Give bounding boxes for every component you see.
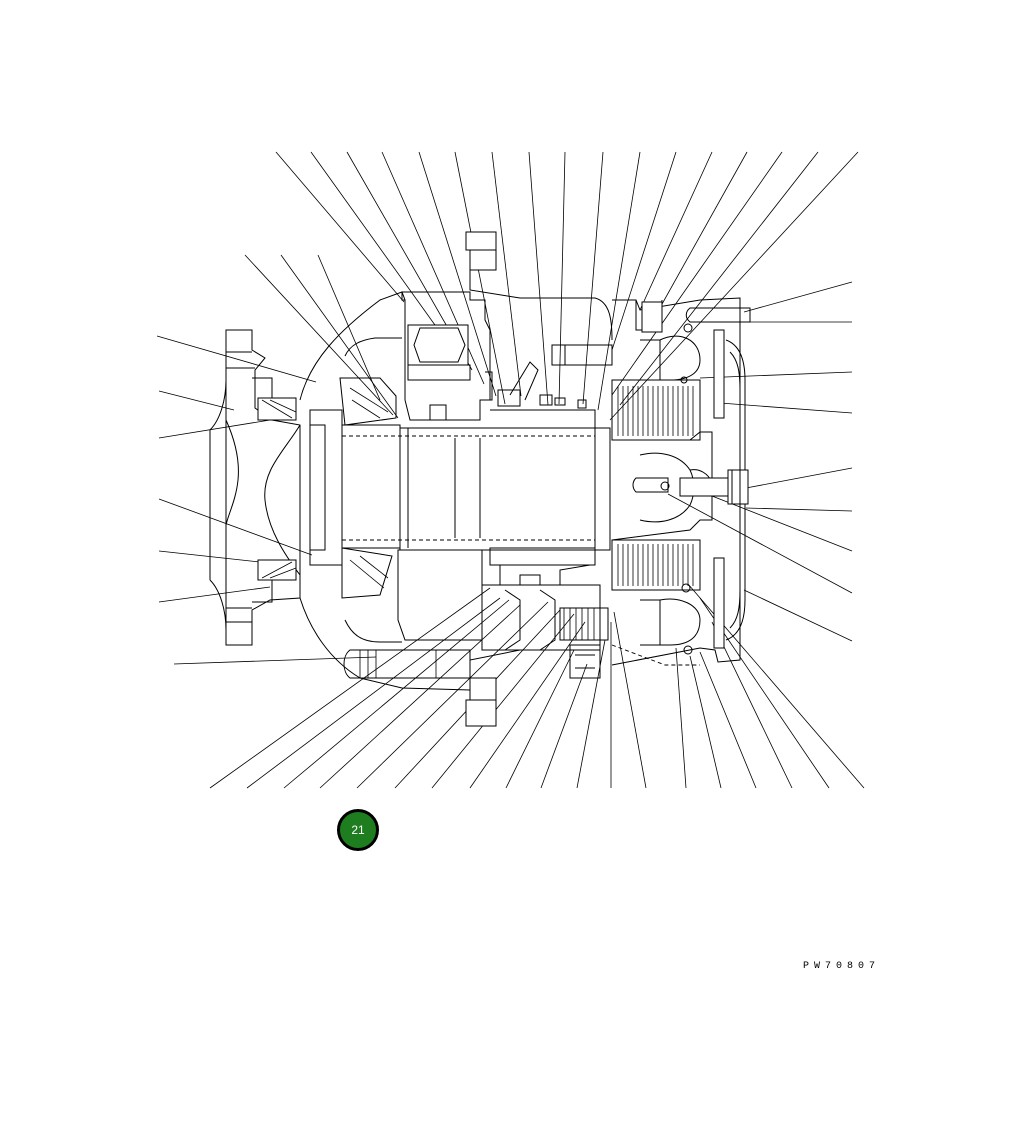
leader-line	[597, 151, 641, 411]
leader-line	[283, 599, 510, 789]
leader-line	[667, 493, 853, 594]
leader-line	[491, 151, 522, 397]
center-end-bolt	[679, 477, 729, 497]
leader-line	[280, 254, 399, 419]
leader-line	[689, 655, 722, 789]
callout-leader-lines	[156, 151, 865, 789]
leader-line	[582, 151, 604, 405]
leader-line	[275, 151, 405, 303]
leader-line	[609, 151, 859, 421]
leader-line	[418, 151, 497, 397]
leader-line	[156, 335, 317, 383]
leader-line	[158, 419, 271, 439]
sprocket-housing	[299, 231, 613, 727]
leader-line	[743, 281, 853, 313]
center-hub-and-end-bolt	[611, 431, 749, 666]
leader-line	[711, 621, 793, 789]
leader-line	[611, 151, 677, 351]
leader-line	[317, 254, 381, 401]
leader-line	[619, 151, 819, 406]
leader-line	[699, 651, 757, 789]
leader-line	[558, 151, 566, 405]
leader-line	[611, 151, 783, 396]
leader-line	[310, 151, 451, 347]
leader-line	[743, 589, 853, 642]
end-bolt-head	[727, 469, 749, 505]
leader-line	[540, 663, 588, 789]
leader-line	[158, 390, 235, 411]
leader-line	[675, 647, 687, 789]
cam-ring-upper	[407, 324, 469, 366]
drawing-code-label: PW70807	[803, 961, 881, 972]
leader-line	[651, 151, 748, 323]
cylinder-block	[481, 344, 613, 679]
leader-line	[173, 656, 377, 665]
leader-line	[158, 586, 271, 603]
lower-long-bolt	[343, 649, 471, 679]
leader-line	[711, 495, 853, 552]
lower-bearing-assembly	[341, 547, 483, 641]
leader-line	[719, 402, 853, 414]
leader-line	[745, 467, 853, 489]
leader-line	[505, 649, 575, 789]
leader-line	[246, 597, 501, 789]
leader-line	[209, 587, 491, 789]
leader-line	[319, 604, 521, 789]
upper-spring-plate	[713, 329, 725, 419]
leader-line	[639, 151, 713, 311]
top-cap-screw	[641, 301, 663, 333]
brake-piston-and-cover	[611, 297, 751, 666]
leader-line	[699, 371, 853, 379]
leader-line	[745, 507, 853, 512]
output-shaft	[309, 409, 611, 566]
bottom-bolt-head	[465, 699, 497, 727]
leader-line	[528, 151, 549, 406]
upper-bearing-assembly	[339, 291, 521, 426]
leader-line	[454, 151, 506, 405]
leader-line	[158, 498, 313, 556]
leader-line	[244, 254, 394, 416]
leader-line	[576, 639, 606, 789]
lower-spring-plate	[713, 557, 725, 649]
left-flange	[209, 329, 301, 646]
top-bolt-head	[465, 231, 497, 251]
leader-line	[356, 601, 549, 789]
page-number-badge: 21	[337, 809, 379, 851]
leader-line	[613, 611, 647, 789]
